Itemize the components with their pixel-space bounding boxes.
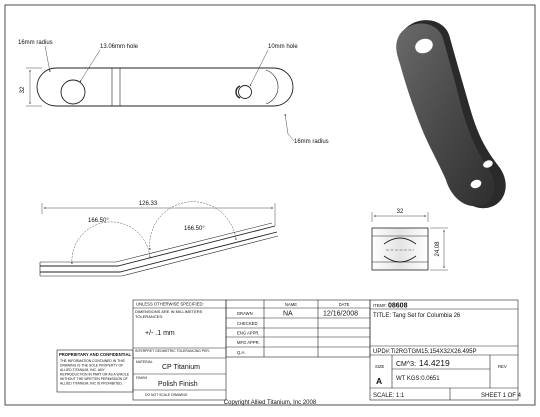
iso-part	[396, 23, 495, 207]
side-view: 126.33 166.50° 166.50°	[39, 201, 279, 277]
iso-view	[396, 20, 506, 209]
large-hole	[60, 79, 86, 105]
copyright-text: Copyright Allied Titanium, Inc 2008	[224, 400, 317, 406]
end-view-body	[371, 227, 429, 271]
small-hole-shade	[235, 85, 241, 99]
iso-large-hole	[415, 38, 433, 54]
interpret-note: INTERPRET GEOMETRIC TOLERANCING PER:	[135, 349, 210, 353]
size-label: SIZE	[375, 364, 385, 369]
cm3-label: CM^3:	[396, 361, 416, 368]
right-end-inner-curve	[265, 69, 279, 105]
weight-value: WT KGS:0.0651	[396, 376, 440, 382]
radius-right-callout: 16mm radius	[294, 139, 329, 145]
proprietary-line-5: WITHOUT THE WRITTEN PERMISSION OF	[60, 377, 128, 381]
height-dim-label: 32	[20, 86, 26, 93]
row-checked-label: CHECKED	[237, 321, 257, 326]
col-date-header: DATE	[339, 302, 350, 307]
finish-label: FINISH	[136, 376, 148, 380]
col-name-header: NAME	[285, 302, 297, 307]
tolerance-value: +/- .1 mm	[145, 330, 175, 337]
sheet-value: SHEET 1 OF 4	[481, 393, 522, 399]
angle-arc-2	[148, 201, 237, 251]
material-value: CP Titanium	[162, 364, 200, 371]
row-drawn-label: DRAWN	[237, 311, 253, 316]
end-width-label: 32	[397, 209, 404, 215]
item-label: ITEM#:	[373, 303, 387, 308]
item-number: 08608	[388, 303, 408, 310]
cm3-value: 14.4219	[419, 358, 450, 368]
small-hole	[238, 85, 252, 99]
proprietary-line-6: ALLIED TITANIUM, INC IS PROHIBITED.	[60, 382, 123, 386]
row-eng-label: ENG APPR.	[237, 331, 260, 336]
title-block: UNLESS OTHERWISE SPECIFIED: DIMENSIONS A…	[56, 299, 522, 401]
proprietary-title: PROPRIETARY AND CONFIDENTIAL	[59, 352, 132, 357]
angle-1-label: 166.50°	[88, 218, 109, 224]
end-hole-bottom	[383, 255, 417, 263]
drawing-title: TITLE: Tang Set for Columbia 26	[373, 313, 461, 319]
proprietary-line-2: DRAWING IS THE SOLE PROPERTY OF	[60, 364, 123, 368]
row-mfg-label: MFG APPR.	[237, 340, 260, 345]
top-view: 32 16mm radius 13.06mm hole 10mm hole 16…	[18, 40, 329, 145]
angle-arc-1	[70, 221, 151, 265]
row-drawn-date: 12/16/2008	[323, 311, 358, 318]
iso-small-hole-2	[483, 160, 493, 168]
length-dim-label: 126.33	[139, 201, 158, 207]
finish-value: Polish Finish	[158, 381, 198, 388]
iso-small-hole	[470, 179, 482, 189]
upd-number: UPD#:Ti2RGTGM15.154X32X26.495P	[373, 349, 477, 355]
proprietary-line-3: ALLIED TITANIUM, INC. ANY	[60, 368, 105, 372]
radius-left-callout: 16mm radius	[18, 40, 53, 46]
hole-large-callout: 13.06mm hole	[100, 44, 139, 50]
rev-label: REV	[498, 364, 507, 369]
end-height-label: 24.08	[435, 241, 441, 257]
end-hole-top	[383, 237, 417, 245]
size-value: A	[376, 376, 382, 386]
top-view-outline	[36, 67, 294, 107]
proprietary-line-4: REPRODUCTION IN PART OR AS A WHOLE	[60, 373, 130, 377]
material-label: MATERIAL	[136, 360, 153, 364]
unless-specified: UNLESS OTHERWISE SPECIFIED:	[136, 302, 204, 307]
dimensions-note: DIMENSIONS ARE IN MILLIMETERS TOLERANCES…	[135, 309, 203, 319]
angle-2-label: 166.50°	[184, 226, 205, 232]
row-drawn-name: NA	[283, 311, 293, 318]
sheet-border	[4, 4, 536, 406]
end-view: 32 24.08	[371, 209, 448, 271]
do-not-scale: DO NOT SCALE DRAWING	[145, 393, 188, 397]
proprietary-line-1: THE INFORMATION CONTAINED IN THIS	[60, 359, 126, 363]
hole-small-callout: 10mm hole	[268, 44, 298, 50]
row-qa-label: Q.A.	[237, 350, 245, 355]
scale-value: SCALE: 1:1	[373, 393, 405, 399]
